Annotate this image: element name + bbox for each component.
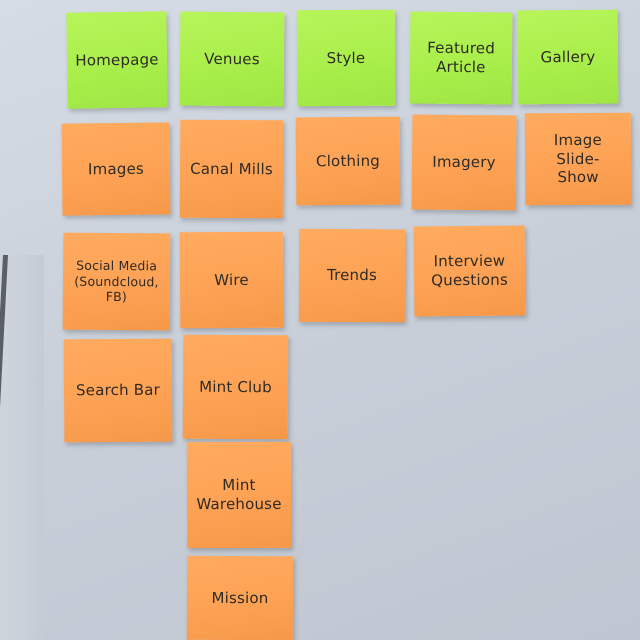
sticky-note-mint-warehouse: Mint Warehouse [186, 441, 292, 549]
sticky-note-imagery: Imagery [411, 114, 517, 211]
sticky-note-trends: Trends [298, 228, 406, 323]
sticky-note-style: Style [296, 9, 396, 107]
note-text: Mint Club [199, 377, 272, 396]
sticky-note-social-media: Social Media (Soundcloud, FB) [62, 232, 171, 331]
note-text: Trends [326, 266, 378, 285]
sticky-note-interview-questions: Interview Questions [413, 225, 526, 317]
note-text: Homepage [75, 50, 159, 70]
sticky-note-mint-club: Mint Club [182, 334, 289, 440]
sticky-note-featured-article: Featured Article [409, 11, 513, 105]
sticky-note-clothing: Clothing [295, 116, 401, 206]
note-text: Social Media (Soundcloud, FB) [74, 257, 159, 305]
sticky-note-gallery: Gallery [517, 9, 619, 105]
note-text: Search Bar [75, 380, 161, 400]
sticky-note-search-bar: Search Bar [63, 338, 173, 443]
note-text: Featured Article [427, 38, 496, 77]
note-text: Image Slide- Show [553, 130, 602, 187]
note-text: Imagery [432, 152, 496, 172]
note-text: Mission [211, 588, 269, 607]
sticky-note-images: Images [61, 122, 171, 216]
note-text: Interview Questions [431, 251, 509, 290]
note-text: Images [87, 159, 145, 178]
sticky-note-mission: Mission [186, 555, 294, 640]
note-text: Venues [204, 49, 260, 68]
note-text: Style [326, 48, 366, 67]
sticky-note-venues: Venues [179, 11, 285, 107]
note-text: Canal Mills [190, 159, 273, 178]
note-text: Wire [214, 270, 249, 289]
sticky-note-canal-mills: Canal Mills [179, 119, 284, 219]
sticky-note-wire: Wire [179, 231, 284, 329]
whiteboard-frame [0, 255, 44, 640]
note-text: Gallery [540, 47, 596, 66]
note-text: Clothing [315, 151, 381, 170]
note-text: Mint Warehouse [196, 476, 282, 514]
sticky-note-homepage: Homepage [66, 11, 168, 109]
sticky-note-image-slide-show: Image Slide- Show [524, 112, 632, 206]
